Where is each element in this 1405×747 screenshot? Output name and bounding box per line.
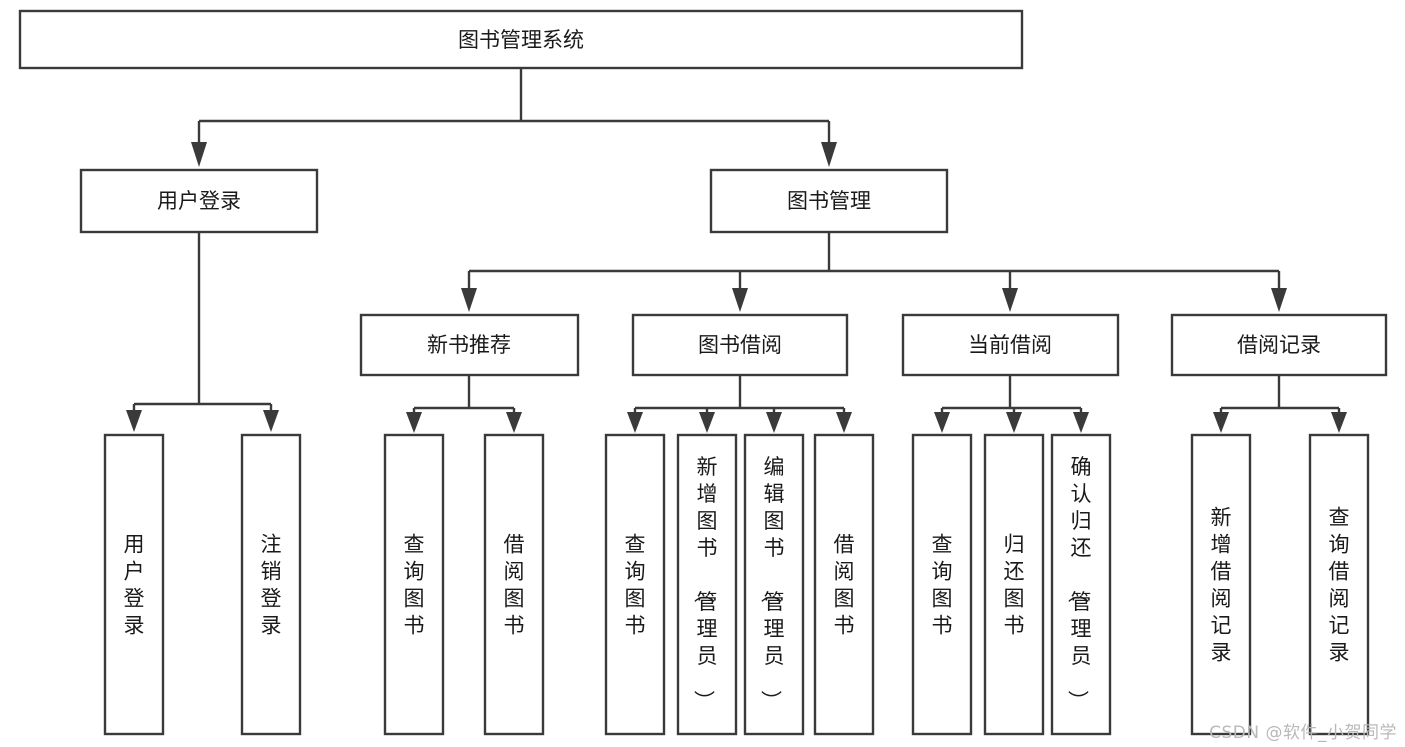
arrowhead-new-book [461, 288, 477, 312]
leaf-query-book-3-label: 查询图书 [932, 533, 953, 638]
leaf-edit-book-label: 编辑图书（管理员） [759, 455, 785, 711]
node-book-manage-box[interactable] [709, 168, 949, 234]
arrowhead-leaf-confirm-return [1073, 412, 1089, 433]
leaf-borrow-book-1[interactable]: 借阅图书 [483, 433, 545, 736]
leaf-return-book[interactable]: 归还图书 [983, 433, 1045, 736]
leaf-borrow-book-1-label: 借阅图书 [504, 533, 525, 638]
connector-group-record [1213, 375, 1347, 433]
leaf-node-layer: 用户登录 注销登录 查询图书 借阅图书 查询图书 新增图书（管理员） 编辑图书（管理员） 借阅… [103, 433, 1370, 736]
arrowhead-leaf-query-record [1331, 412, 1347, 433]
leaf-confirm-return-box[interactable] [1050, 433, 1112, 736]
leaf-query-record-box[interactable] [1308, 433, 1370, 736]
node-current[interactable]: 当前借阅 [901, 313, 1120, 377]
node-user-login-label: 用户登录 [157, 189, 241, 213]
node-book-manage-label: 图书管理 [787, 189, 871, 213]
node-new-book[interactable]: 新书推荐 [359, 313, 580, 377]
leaf-logout-box[interactable] [240, 433, 302, 736]
leaf-add-record-box[interactable] [1190, 433, 1252, 736]
arrowhead-leaf-add-book [699, 412, 715, 433]
leaf-borrow-book-2-label: 借阅图书 [834, 533, 855, 638]
arrowhead-leaf-logout [263, 410, 279, 432]
arrowhead-leaf-borrow-book-1 [506, 412, 522, 433]
leaf-add-record-label: 新增借阅记录 [1211, 506, 1232, 665]
connector-group-borrow [627, 375, 852, 433]
leaf-query-book-2[interactable]: 查询图书 [604, 433, 666, 736]
connector-group-new-book [406, 375, 522, 433]
leaf-add-book-box[interactable] [676, 433, 738, 736]
leaf-user-login[interactable]: 用户登录 [103, 433, 165, 736]
arrowhead-leaf-query-book-1 [406, 412, 422, 433]
node-current-label: 当前借阅 [968, 333, 1052, 357]
leaf-query-book-1[interactable]: 查询图书 [383, 433, 445, 736]
arrowhead-user-login [191, 142, 207, 167]
leaf-add-book-label: 新增图书（管理员） [692, 455, 718, 711]
arrowhead-leaf-query-book-2 [627, 412, 643, 433]
leaf-query-book-1-box[interactable] [383, 433, 445, 736]
arrowhead-leaf-add-record [1213, 412, 1229, 433]
node-new-book-box[interactable] [359, 313, 580, 377]
connector-group-book-manage [461, 232, 1287, 312]
leaf-borrow-book-1-box[interactable] [483, 433, 545, 736]
leaf-query-book-2-box[interactable] [604, 433, 666, 736]
node-borrow-label: 图书借阅 [698, 333, 782, 357]
leaf-logout[interactable]: 注销登录 [240, 433, 302, 736]
connector-group-user-login [126, 232, 279, 432]
node-user-login[interactable]: 用户登录 [79, 168, 319, 234]
leaf-query-book-3[interactable]: 查询图书 [911, 433, 973, 736]
node-new-book-label: 新书推荐 [427, 333, 511, 357]
leaf-borrow-book-2[interactable]: 借阅图书 [813, 433, 875, 736]
node-root-label: 图书管理系统 [458, 28, 584, 52]
arrowhead-leaf-query-book-3 [934, 412, 950, 433]
leaf-confirm-return-label: 确认归还（管理员） [1066, 455, 1092, 711]
leaf-query-record[interactable]: 查询借阅记录 [1308, 433, 1370, 736]
leaf-add-book[interactable]: 新增图书（管理员） [676, 433, 738, 736]
arrowhead-leaf-edit-book [766, 412, 782, 433]
leaf-logout-label: 注销登录 [261, 533, 282, 638]
connector-group-root [191, 68, 837, 167]
node-book-manage[interactable]: 图书管理 [709, 168, 949, 234]
leaf-query-book-2-label: 查询图书 [625, 533, 646, 638]
arrowhead-leaf-borrow-book-2 [836, 412, 852, 433]
leaf-query-book-3-box[interactable] [911, 433, 973, 736]
leaf-user-login-label: 用户登录 [124, 533, 145, 638]
node-borrow-box[interactable] [631, 313, 849, 377]
leaf-add-record[interactable]: 新增借阅记录 [1190, 433, 1252, 736]
arrowhead-book-manage [821, 142, 837, 167]
arrowhead-record [1271, 288, 1287, 312]
leaf-query-book-1-label: 查询图书 [404, 533, 425, 638]
leaf-borrow-book-2-box[interactable] [813, 433, 875, 736]
arrowhead-borrow [732, 288, 748, 312]
arrowhead-leaf-return-book [1006, 412, 1022, 433]
node-root[interactable]: 图书管理系统 [18, 9, 1024, 70]
node-borrow[interactable]: 图书借阅 [631, 313, 849, 377]
leaf-return-book-label: 归还图书 [1004, 533, 1025, 638]
node-record-label: 借阅记录 [1237, 333, 1321, 357]
connector-group-current [934, 375, 1089, 433]
leaf-edit-book-box[interactable] [743, 433, 805, 736]
leaf-edit-book[interactable]: 编辑图书（管理员） [743, 433, 805, 736]
node-current-box[interactable] [901, 313, 1120, 377]
arrowhead-leaf-user-login [126, 410, 142, 432]
node-user-login-box[interactable] [79, 168, 319, 234]
leaf-user-login-box[interactable] [103, 433, 165, 736]
leaf-return-book-box[interactable] [983, 433, 1045, 736]
node-record[interactable]: 借阅记录 [1170, 313, 1388, 377]
arrowhead-current [1002, 288, 1018, 312]
node-root-box[interactable] [18, 9, 1024, 70]
watermark-label: CSDN @软件_小贺同学 [1209, 723, 1397, 743]
node-record-box[interactable] [1170, 313, 1388, 377]
leaf-confirm-return[interactable]: 确认归还（管理员） [1050, 433, 1112, 736]
leaf-query-record-label: 查询借阅记录 [1329, 506, 1350, 665]
